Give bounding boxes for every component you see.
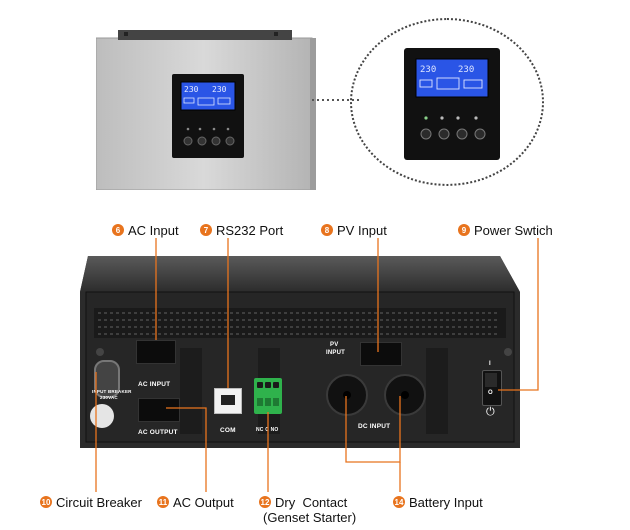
callout-label: Battery Input (409, 495, 483, 510)
breaker-label-line2: 230VAC (100, 395, 118, 400)
callout-label: AC Input (128, 223, 179, 238)
callout-label: AC Output (173, 495, 234, 510)
power-icon: ⏻ (486, 406, 495, 418)
callout-number-badge: 6 (112, 224, 124, 236)
callout-label: Circuit Breaker (56, 495, 142, 510)
dc-input-terminal-negative (326, 374, 368, 416)
pv-input-label-line1: PV (330, 342, 339, 348)
callout-circuit-breaker: 10 Circuit Breaker (40, 495, 142, 510)
callout-label: PV Input (337, 223, 387, 238)
ac-output-label: AC OUTPUT (138, 429, 178, 436)
inverter-front-view (95, 30, 316, 191)
dry-contact-label: NC C NO (256, 427, 279, 433)
callout-number-badge: 7 (200, 224, 212, 236)
leader-ac-output (166, 407, 207, 492)
callout-sublabel: (Genset Starter) (263, 510, 357, 525)
callout-number-badge: 12 (259, 496, 271, 508)
callout-ac-input: 6 AC Input (112, 223, 179, 238)
power-switch[interactable] (482, 370, 502, 406)
front-lcd-left: 230 (184, 85, 199, 94)
com-label: COM (220, 427, 236, 434)
switch-on-symbol: I (489, 361, 491, 367)
zoom-lcd-right: 230 (458, 65, 474, 75)
callout-label: RS232 Port (216, 223, 284, 238)
com-port[interactable] (214, 388, 242, 414)
dc-input-label: DC INPUT (358, 423, 391, 430)
leader-power-switch (498, 238, 539, 391)
zoom-lcd-left: 230 (420, 65, 436, 75)
callout-battery-input: 14 Battery Input (393, 495, 483, 510)
callout-number-badge: 11 (157, 496, 169, 508)
certification-sticker (90, 404, 114, 428)
breaker-label-line1: INPUT BREAKER (92, 389, 132, 394)
callout-label: Power Swtich (474, 223, 553, 238)
ac-input-socket (136, 340, 176, 364)
callout-power-switch: 9 Power Swtich (458, 223, 553, 238)
callout-number-badge: 14 (393, 496, 405, 508)
callout-ac-output: 11 AC Output (157, 495, 234, 510)
ac-output-socket (138, 398, 180, 422)
callout-number-badge: 8 (321, 224, 333, 236)
callout-label: Dry Contact (275, 495, 348, 510)
dry-contact-terminal[interactable] (254, 378, 282, 414)
ac-input-label: AC INPUT (138, 381, 171, 388)
callout-number-badge: 10 (40, 496, 52, 508)
front-display-panel: 230 230 (172, 74, 244, 158)
leader-battery-a (345, 396, 401, 463)
front-lcd-right: 230 (212, 85, 227, 94)
dc-input-terminal-positive (384, 374, 426, 416)
callout-rs232-port: 7 RS232 Port (200, 223, 283, 238)
callout-pv-input: 8 PV Input (321, 223, 387, 238)
zoom-circle (350, 18, 544, 186)
callout-number-badge: 9 (458, 224, 470, 236)
circuit-breaker[interactable] (94, 360, 120, 398)
pv-input-label-line2: INPUT (326, 350, 345, 356)
zoomed-display-panel: 230 230 (404, 48, 500, 160)
switch-off-symbol: O (488, 390, 493, 396)
callout-dry-contact: 12 Dry Contact (Genset Starter) (259, 495, 356, 525)
pv-input-socket (360, 342, 402, 366)
